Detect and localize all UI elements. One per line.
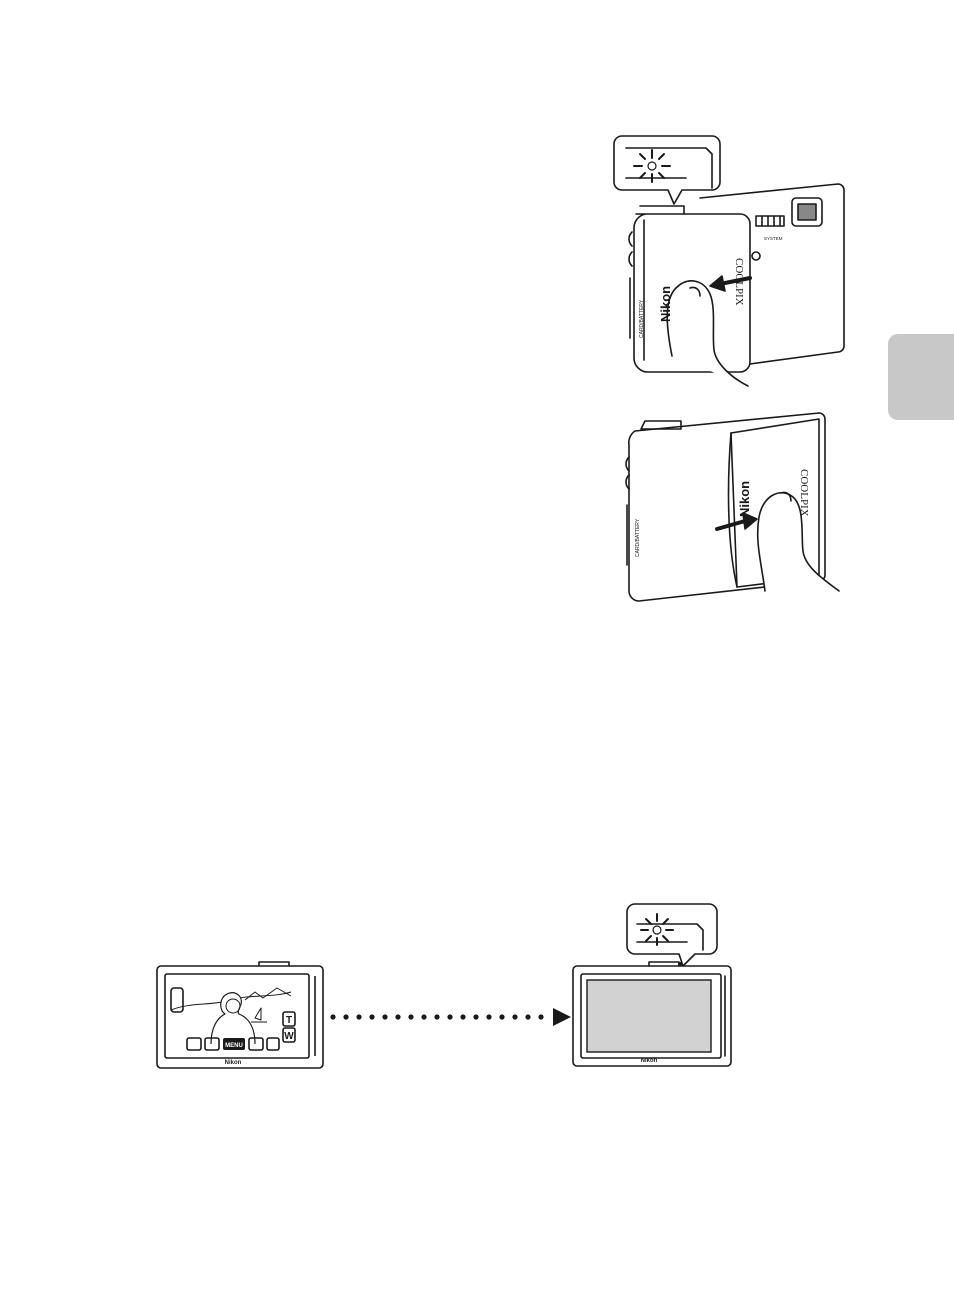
close-cover-model: COOLPIX <box>798 469 810 517</box>
screen-off-brand: Nikon <box>641 1058 658 1064</box>
shooting-screen-zoom-wide: W <box>284 1031 294 1042</box>
close-cover-brand: Nikon <box>737 481 752 517</box>
close-cover-compartment-label: CARD/BATTERY <box>635 518 641 557</box>
transition-arrow <box>325 1005 575 1029</box>
section-tab <box>888 334 954 420</box>
open-cover-compartment-label: CARD/BATTERY <box>639 299 645 338</box>
open-cover-brand: Nikon <box>658 286 673 322</box>
open-cover-sensor-label: SYSTEM <box>764 236 783 241</box>
blank-screen <box>587 980 711 1052</box>
camera-screen-off-illustration: Nikon <box>565 898 745 1072</box>
shooting-screen-zoom-tele: T <box>286 1015 292 1026</box>
camera-open-cover-illustration: Nikon COOLPIX CARD/BATTERY SYSTEM <box>600 128 860 390</box>
shooting-screen-menu-label: MENU <box>225 1043 243 1049</box>
shooting-screen-brand: Nikon <box>225 1060 242 1066</box>
camera-close-cover-illustration: Nikon COOLPIX CARD/BATTERY <box>605 405 860 610</box>
camera-shooting-screen-illustration: MENU T W Nikon <box>155 958 325 1070</box>
open-cover-model: COOLPIX <box>733 258 745 306</box>
